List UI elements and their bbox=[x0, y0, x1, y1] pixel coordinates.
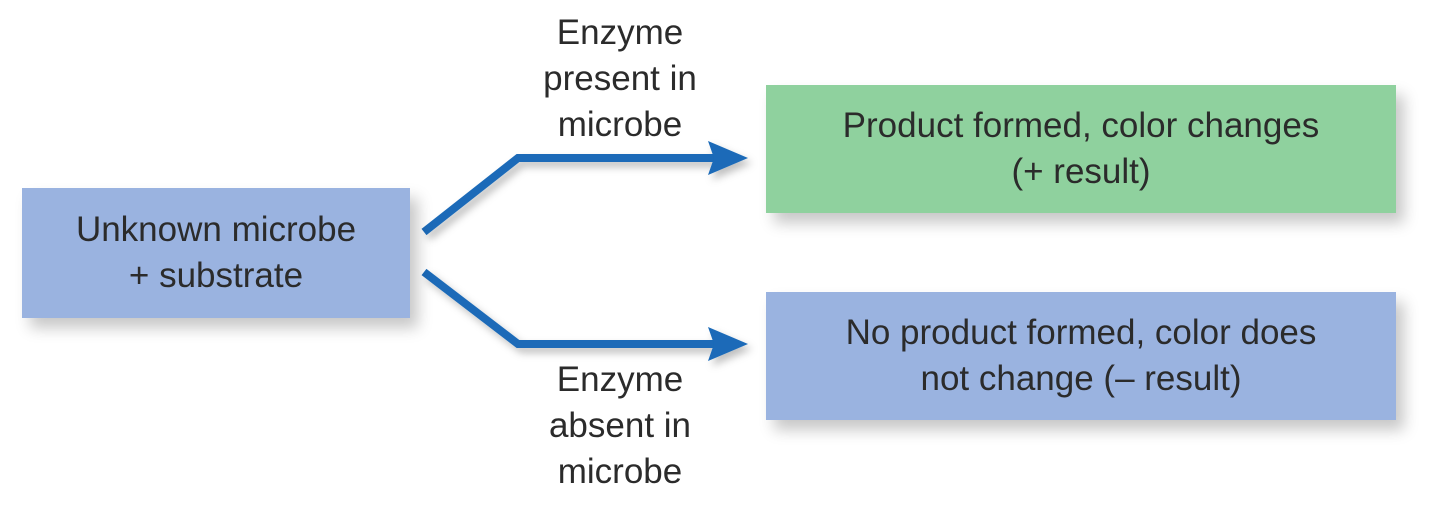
negative-line-1: No product formed, color does bbox=[845, 313, 1317, 352]
negative-result-box: No product formed, color does not change… bbox=[766, 292, 1396, 420]
present-label-line-3: microbe bbox=[557, 105, 683, 144]
arrow-present-line bbox=[421, 154, 718, 236]
negative-line-2: not change (– result) bbox=[920, 359, 1242, 398]
present-label-line-1: Enzyme bbox=[556, 13, 684, 52]
start-line-1: Unknown microbe bbox=[75, 210, 357, 249]
absent-label-line-1: Enzyme bbox=[556, 360, 684, 399]
present-label-line-2: present in bbox=[543, 59, 697, 98]
absent-label-line-3: microbe bbox=[557, 452, 683, 491]
unknown-microbe-box: Unknown microbe + substrate bbox=[22, 188, 410, 318]
enzyme-absent-label: Enzyme absent in microbe bbox=[510, 357, 730, 495]
arrow-absent-head bbox=[708, 327, 748, 361]
arrow-present-head bbox=[708, 141, 748, 175]
arrow-absent-line bbox=[421, 268, 718, 348]
absent-label-line-2: absent in bbox=[548, 406, 692, 445]
positive-result-box: Product formed, color changes (+ result) bbox=[766, 85, 1396, 213]
positive-line-1: Product formed, color changes bbox=[842, 106, 1320, 145]
positive-line-2: (+ result) bbox=[1011, 152, 1151, 191]
enzyme-present-label: Enzyme present in microbe bbox=[510, 10, 730, 148]
start-line-2: + substrate bbox=[128, 256, 304, 295]
